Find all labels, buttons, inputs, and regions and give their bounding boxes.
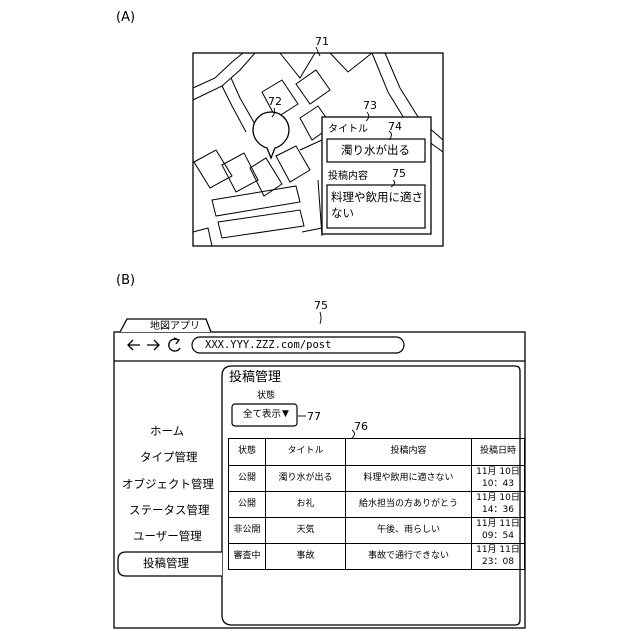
ref-75-a: 75: [392, 168, 406, 179]
cell-content: 給水担当の方ありがとう: [346, 492, 472, 518]
cell-datetime: 11月 10日 10：43: [472, 466, 525, 492]
back-button[interactable]: [124, 337, 144, 353]
filter-label: 状態: [257, 392, 275, 401]
popup-content-line1: 料理や飲用に適さ: [331, 192, 423, 204]
col-header-title[interactable]: タイトル: [266, 439, 346, 466]
status-filter-dropdown[interactable]: 全て表示 ▼: [232, 404, 297, 426]
cell-content: 料理や飲用に適さない: [346, 466, 472, 492]
cell-datetime: 11月 11日 23：08: [472, 544, 525, 570]
col-header-content[interactable]: 投稿内容: [346, 439, 472, 466]
table-row[interactable]: 公開 濁り水が出る 料理や飲用に適さない 11月 10日 10：43: [229, 466, 525, 492]
col-header-date[interactable]: 投稿日時: [472, 439, 525, 466]
popup-content-line2: ない: [331, 208, 354, 220]
posts-table: 状態 タイトル 投稿内容 投稿日時 公開 濁り水が出る 料理や飲用に適さない 1…: [228, 438, 525, 570]
cell-time: 14：36: [482, 505, 514, 515]
cell-status: 公開: [229, 466, 266, 492]
table-row[interactable]: 非公開 天気 午後、雨らしい 11月 11日 09：54: [229, 518, 525, 544]
cell-title: お礼: [266, 492, 346, 518]
cell-datetime: 11月 10日 14：36: [472, 492, 525, 518]
ref-77: 77: [307, 411, 321, 422]
cell-content: 午後、雨らしい: [346, 518, 472, 544]
ref-74: 74: [388, 121, 402, 132]
cell-date: 11月 10日: [476, 493, 520, 503]
page-title: 投稿管理: [229, 371, 281, 384]
reload-button[interactable]: [168, 335, 184, 353]
ref-73: 73: [363, 100, 377, 111]
cell-content: 事故で通行できない: [346, 544, 472, 570]
cell-time: 10：43: [482, 479, 514, 489]
cell-title: 天気: [266, 518, 346, 544]
ref-75-b: 75: [314, 300, 328, 311]
sidebar-item-types[interactable]: タイプ管理: [140, 452, 198, 464]
popup-title-label: タイトル: [328, 125, 368, 135]
url-field[interactable]: XXX.YYY.ZZZ.com/post: [205, 340, 331, 351]
cell-datetime: 11月 11日 09：54: [472, 518, 525, 544]
ref-72: 72: [268, 96, 282, 107]
cell-date: 11月 10日: [476, 467, 520, 477]
popup-title-value: 濁り水が出る: [341, 145, 410, 157]
cell-title: 濁り水が出る: [266, 466, 346, 492]
col-header-status[interactable]: 状態: [229, 439, 266, 466]
map-pin-icon: [253, 112, 289, 158]
forward-button[interactable]: [145, 337, 163, 353]
cell-title: 事故: [266, 544, 346, 570]
cell-time: 09：54: [482, 531, 514, 541]
chevron-down-icon: ▼: [282, 410, 289, 419]
table-header-row: 状態 タイトル 投稿内容 投稿日時: [229, 439, 525, 466]
sidebar-item-users[interactable]: ユーザー管理: [133, 531, 202, 543]
cell-status: 公開: [229, 492, 266, 518]
sidebar-item-posts[interactable]: 投稿管理: [143, 558, 189, 570]
tab-title[interactable]: 地図アプリ: [150, 322, 200, 332]
sidebar-item-status[interactable]: ステータス管理: [129, 505, 210, 517]
sidebar-item-objects[interactable]: オブジェクト管理: [122, 479, 214, 491]
cell-date: 11月 11日: [476, 545, 520, 555]
cell-date: 11月 11日: [476, 519, 520, 529]
cell-status: 審査中: [229, 544, 266, 570]
cell-status: 非公開: [229, 518, 266, 544]
sidebar-item-home[interactable]: ホーム: [150, 426, 184, 438]
panel-b-label: (B): [116, 274, 135, 287]
cell-time: 23：08: [482, 557, 514, 567]
ref-71: 71: [315, 36, 329, 47]
popup-content-label: 投稿内容: [328, 172, 368, 182]
table-row[interactable]: 審査中 事故 事故で通行できない 11月 11日 23：08: [229, 544, 525, 570]
table-row[interactable]: 公開 お礼 給水担当の方ありがとう 11月 10日 14：36: [229, 492, 525, 518]
filter-value: 全て表示: [243, 410, 281, 420]
ref-76: 76: [354, 421, 368, 432]
